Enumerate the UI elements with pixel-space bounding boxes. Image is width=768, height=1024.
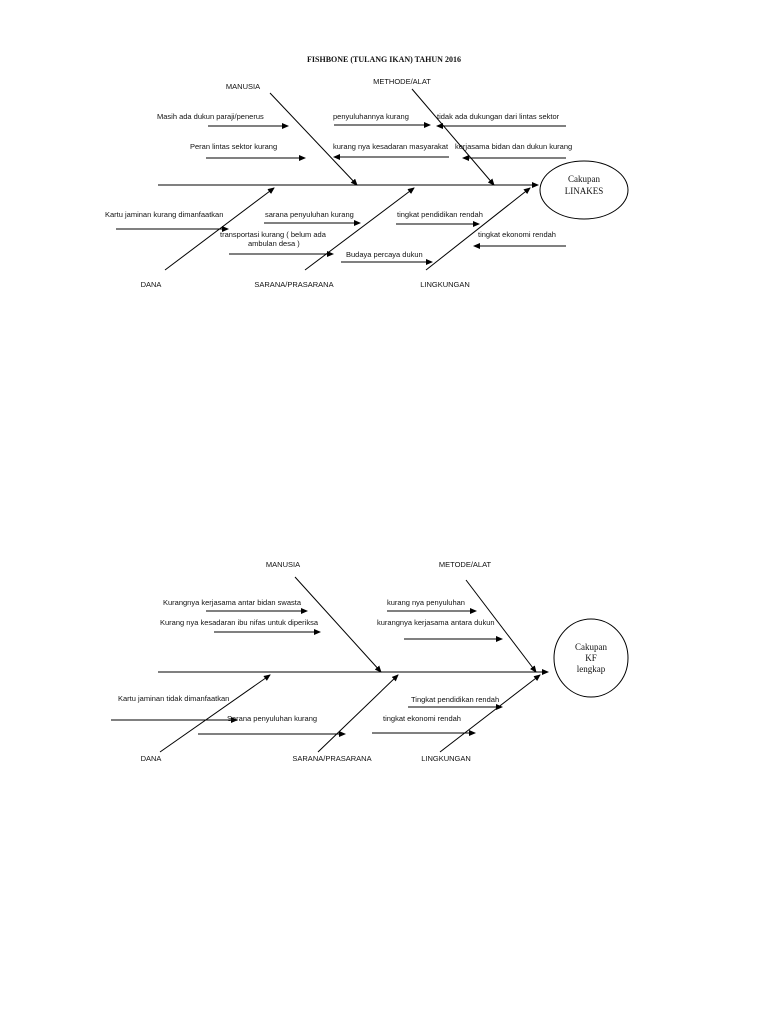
- bone-sarana: [304, 187, 415, 271]
- bone-dana: [159, 674, 271, 753]
- cause-label-line-1: transportasi kurang ( belum ada: [220, 230, 327, 239]
- effect-label-line-1: Cakupan: [575, 642, 607, 652]
- cause-label: kurang nya penyuluhan: [387, 598, 465, 607]
- bone-manusia: [294, 576, 382, 673]
- category-metode: METHODE/ALAT: [373, 77, 431, 86]
- cause-label: kurang nya kesadaran masyarakat: [333, 142, 449, 151]
- bone-manusia: [269, 92, 358, 186]
- category-metode: METODE/ALAT: [439, 560, 492, 569]
- effect-ellipse: [539, 160, 629, 220]
- cause-label: tingkat ekonomi rendah: [383, 714, 461, 723]
- effect-head: Cakupan LINAKES: [539, 160, 629, 220]
- cause-label: sarana penyuluhan kurang: [265, 210, 354, 219]
- cause-label: Sarana penyuluhan kurang: [227, 714, 317, 723]
- category-lingkungan: LINGKUNGAN: [421, 754, 471, 763]
- cause-label: Kartu jaminan kurang dimanfaatkan: [105, 210, 223, 219]
- cause-label: Masih ada dukun paraji/penerus: [157, 112, 264, 121]
- cause-label: tidak ada dukungan dari lintas sektor: [437, 112, 560, 121]
- effect-label-line-3: lengkap: [577, 664, 606, 674]
- cause-label: Budaya percaya dukun: [346, 250, 423, 259]
- bone-lingkungan: [425, 187, 531, 271]
- category-manusia: MANUSIA: [226, 82, 260, 91]
- category-lingkungan: LINGKUNGAN: [420, 280, 470, 289]
- effect-ellipse: [553, 618, 629, 698]
- cause-label: Peran lintas sektor kurang: [190, 142, 277, 151]
- cause-label: Kurang nya kesadaran ibu nifas untuk dip…: [160, 618, 319, 627]
- bone-sarana: [317, 674, 399, 753]
- category-sarana: SARANA/PRASARANA: [292, 754, 371, 763]
- cause-label: Kartu jaminan tidak dimanfaatkan: [118, 694, 229, 703]
- cause-label: penyuluhannya kurang: [333, 112, 409, 121]
- category-dana: DANA: [141, 280, 162, 289]
- cause-label: kerjasama bidan dan dukun kurang: [455, 142, 572, 151]
- effect-label-line-2: KF: [585, 653, 597, 663]
- category-sarana: SARANA/PRASARANA: [254, 280, 333, 289]
- effect-head: Cakupan KF lengkap: [553, 618, 629, 698]
- effect-label-line-2: LINAKES: [565, 186, 604, 196]
- category-dana: DANA: [141, 754, 162, 763]
- cause-label-line-2: ambulan desa ): [248, 239, 300, 248]
- cause-label: tingkat ekonomi rendah: [478, 230, 556, 239]
- cause-label: kurangnya kerjasama antara dukun: [377, 618, 495, 627]
- category-manusia: MANUSIA: [266, 560, 300, 569]
- cause-label: Kurangnya kerjasama antar bidan swasta: [163, 598, 302, 607]
- bone-lingkungan: [439, 674, 541, 753]
- fishbone-diagram-2: Cakupan KF lengkap MANUSIA METODE/ALAT D…: [111, 560, 629, 763]
- cause-label: Tingkat pendidikan rendah: [411, 695, 499, 704]
- bone-metode: [465, 579, 537, 673]
- cause-label: tingkat pendidikan rendah: [397, 210, 483, 219]
- effect-label-line-1: Cakupan: [568, 174, 600, 184]
- bone-metode: [411, 88, 495, 186]
- fishbone-diagram-1: FISHBONE (TULANG IKAN) TAHUN 2016 Cakupa…: [105, 55, 629, 289]
- diagram-title: FISHBONE (TULANG IKAN) TAHUN 2016: [307, 55, 461, 64]
